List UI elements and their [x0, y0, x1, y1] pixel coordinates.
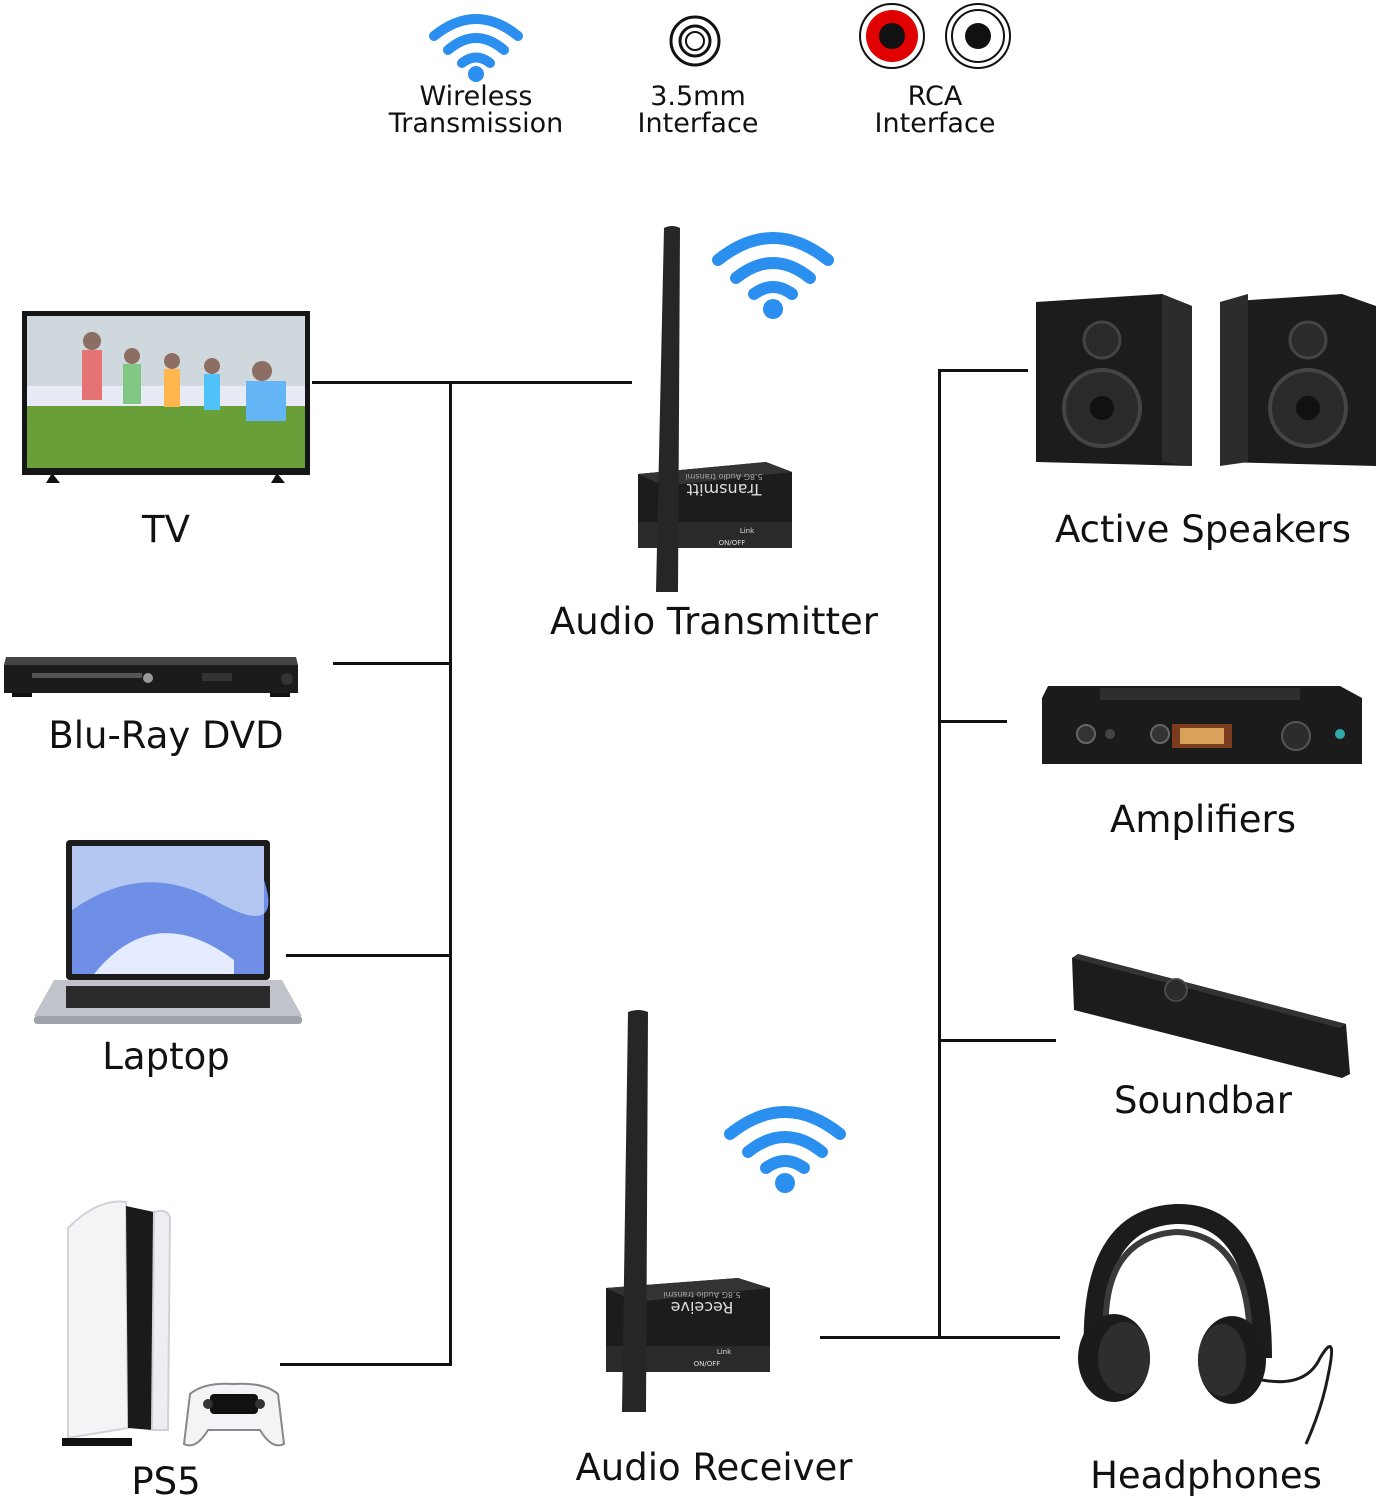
speakers-line: [938, 369, 1028, 372]
rca-white-icon: [945, 3, 1011, 69]
legend-wireless-line2: Transmission: [388, 108, 564, 139]
left-bus-line: [449, 382, 452, 1366]
wifi-icon: [429, 14, 523, 82]
tv-line: [312, 381, 632, 384]
legend-jack-line2: Interface: [637, 108, 759, 139]
headphones-image: [1078, 1203, 1334, 1445]
headphones-label: Headphones: [1090, 1454, 1322, 1497]
legend-wireless-line1: Wireless: [419, 81, 533, 112]
receiver-device-subtext: 5.8G Audio transmi: [663, 1290, 740, 1299]
audio-transmitter-label: Audio Transmitter: [549, 600, 878, 643]
amplifier-image: [1042, 686, 1362, 764]
receiver-device-text: Receive: [671, 1298, 734, 1317]
soundbar-line: [938, 1039, 1056, 1042]
active-speakers-image: [1036, 294, 1376, 466]
tv-image: [22, 311, 310, 483]
transmitter-link-text: Link: [740, 527, 755, 535]
blu-ray-dvd-label: Blu-Ray DVD: [48, 714, 284, 757]
amplifier-line: [938, 720, 1007, 723]
receiver-onoff-text: ON/OFF: [694, 1360, 721, 1368]
transmitter-device-subtext: 5.8G Audio transmi: [685, 472, 762, 481]
receiver-line: [820, 1336, 1060, 1339]
tv-label: TV: [142, 508, 190, 551]
transmitter-onoff-text: ON/OFF: [719, 539, 746, 547]
active-speakers-label: Active Speakers: [1055, 508, 1351, 551]
ps5-label: PS5: [131, 1460, 201, 1503]
transmitter-device-image: Transmitt 5.8G Audio transmi Link ON/OFF: [638, 226, 792, 592]
legend-rca-label: RCA Interface: [845, 83, 1025, 137]
dvd-line: [333, 662, 451, 665]
wifi-icon: [712, 232, 834, 319]
legend-rca-line2: Interface: [874, 108, 996, 139]
laptop-line: [286, 954, 451, 957]
receiver-device-image: Receive 5.8G Audio transmi Link ON/OFF: [606, 1010, 770, 1412]
legend-rca-line1: RCA: [907, 81, 963, 112]
legend-jack-label: 3.5mm Interface: [608, 83, 788, 137]
laptop-image: [34, 840, 302, 1024]
wifi-icon: [724, 1106, 846, 1193]
blu-ray-dvd-image: [4, 657, 298, 697]
transmitter-device-text: Transmitt: [687, 480, 763, 499]
rca-red-icon: [859, 3, 925, 69]
legend-jack-line1: 3.5mm: [650, 81, 746, 112]
ps5-line: [280, 1363, 451, 1366]
amplifiers-label: Amplifiers: [1110, 798, 1296, 841]
ps5-image: [62, 1200, 286, 1447]
soundbar-label: Soundbar: [1114, 1079, 1292, 1122]
laptop-label: Laptop: [102, 1035, 230, 1078]
audio-receiver-label: Audio Receiver: [575, 1446, 853, 1489]
right-bus-line: [938, 369, 941, 1339]
soundbar-image: [1072, 954, 1350, 1078]
jack-3-5mm-icon: [669, 15, 721, 67]
legend-wireless-label: Wireless Transmission: [376, 83, 576, 137]
receiver-link-text: Link: [717, 1348, 732, 1356]
